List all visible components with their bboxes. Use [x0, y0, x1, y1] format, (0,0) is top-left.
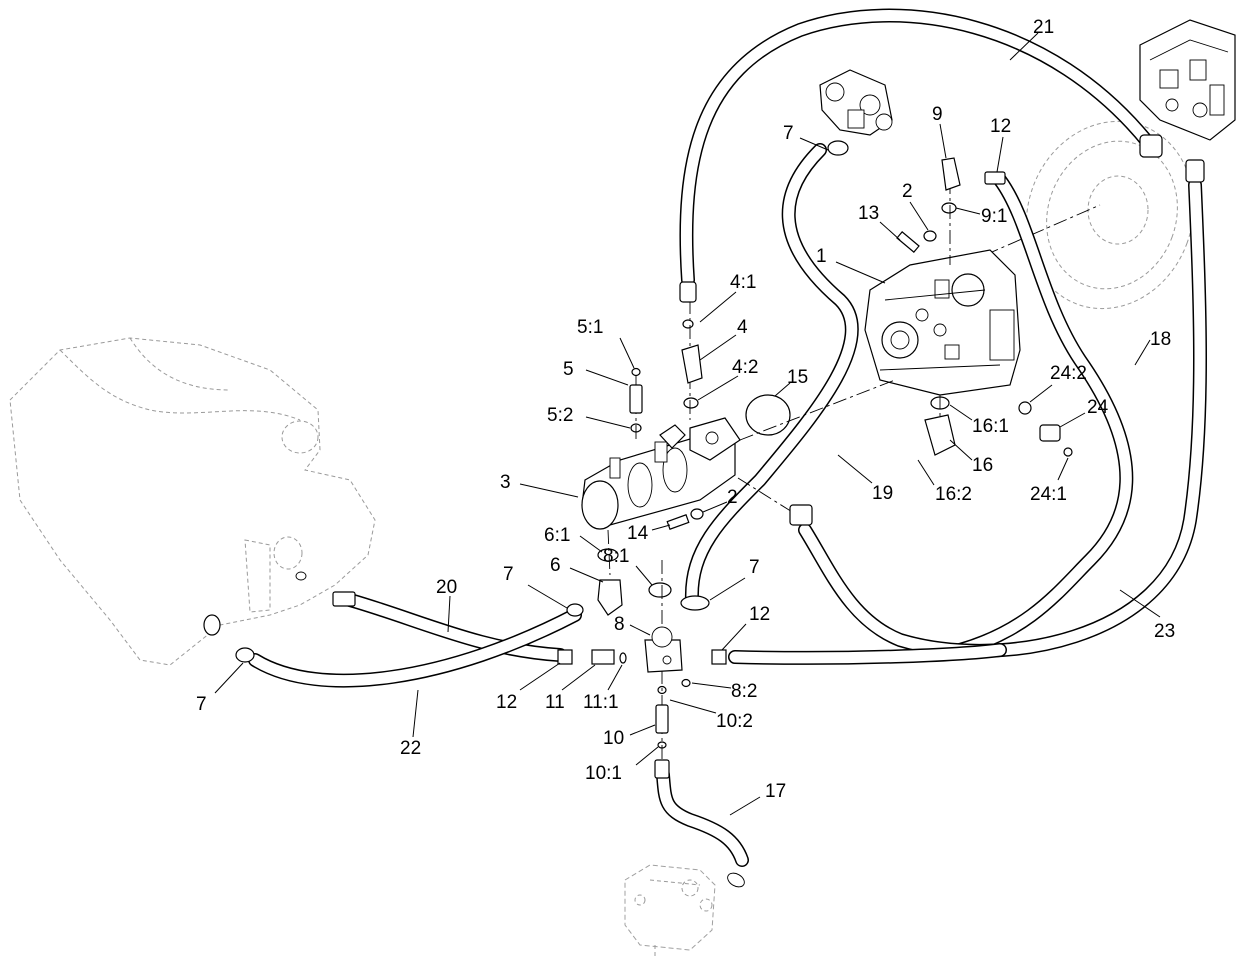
svg-text:7: 7 — [196, 694, 207, 715]
svg-text:7: 7 — [503, 564, 514, 585]
callout-16-1: 16:1 — [949, 404, 1009, 437]
pump-assembly — [581, 249, 1021, 530]
svg-text:23: 23 — [1154, 621, 1175, 642]
callout-10-2: 10:2 — [669, 699, 753, 732]
svg-text:13: 13 — [858, 203, 879, 224]
svg-text:10: 10 — [603, 728, 624, 749]
callout-16: 16 — [949, 439, 993, 476]
svg-text:7: 7 — [783, 123, 794, 144]
svg-text:4: 4 — [737, 317, 748, 338]
callout-4-1: 4:1 — [699, 272, 756, 323]
svg-text:12: 12 — [749, 604, 770, 625]
callout-19: 19 — [837, 454, 893, 504]
callout-11: 11 — [545, 664, 596, 713]
callout-17: 17 — [729, 781, 786, 816]
callout-9: 9 — [932, 104, 947, 159]
svg-text:9: 9 — [932, 104, 943, 125]
callout-5: 5 — [563, 359, 629, 386]
callout-22: 22 — [400, 689, 421, 759]
svg-text:12: 12 — [496, 692, 517, 713]
callout-9-1: 9:1 — [955, 206, 1007, 227]
callout-12-right: 12 — [721, 604, 770, 651]
lower-valve-body — [624, 864, 745, 958]
svg-text:11: 11 — [545, 692, 565, 713]
callout-24: 24 — [1059, 397, 1109, 428]
svg-text:10:1: 10:1 — [585, 763, 622, 784]
callout-13: 13 — [858, 203, 901, 241]
callout-4-2: 4:2 — [697, 357, 758, 401]
callout-20: 20 — [436, 577, 457, 633]
callout-3: 3 — [500, 472, 579, 498]
upper-valve-fitting — [819, 69, 893, 136]
svg-text:20: 20 — [436, 577, 457, 598]
svg-text:16:2: 16:2 — [935, 484, 972, 505]
svg-text:24: 24 — [1087, 397, 1109, 418]
svg-text:8:2: 8:2 — [731, 681, 757, 702]
callout-10: 10 — [603, 724, 656, 749]
callout-18: 18 — [1134, 329, 1171, 366]
callout-12-top: 12 — [990, 116, 1011, 173]
svg-text:24:2: 24:2 — [1050, 363, 1087, 384]
callout-1: 1 — [816, 246, 886, 284]
svg-text:2: 2 — [902, 181, 913, 202]
svg-text:19: 19 — [872, 483, 893, 504]
callout-2-top: 2 — [902, 181, 929, 231]
svg-text:16:1: 16:1 — [972, 416, 1009, 437]
callout-8-2: 8:2 — [691, 681, 757, 702]
svg-text:8: 8 — [614, 614, 625, 635]
hydraulic-tank-ghost — [9, 337, 376, 666]
callout-12-left: 12 — [496, 662, 561, 713]
callout-7-tank: 7 — [196, 662, 244, 715]
svg-text:9:1: 9:1 — [981, 206, 1007, 227]
callout-8-1: 8:1 — [603, 546, 653, 586]
svg-text:5: 5 — [563, 359, 574, 380]
svg-text:2: 2 — [727, 487, 738, 508]
svg-text:7: 7 — [749, 557, 760, 578]
callouts: 1 2 2 3 4 4:1 4:2 5 — [196, 17, 1175, 816]
svg-text:8:1: 8:1 — [603, 546, 629, 567]
svg-text:5:1: 5:1 — [577, 317, 603, 338]
callout-24-2: 24:2 — [1029, 363, 1087, 403]
callout-8: 8 — [614, 614, 651, 636]
svg-text:6: 6 — [550, 555, 561, 576]
hoses — [248, 8, 1207, 867]
fittings — [203, 134, 1205, 779]
callout-23: 23 — [1119, 589, 1175, 642]
svg-text:24:1: 24:1 — [1030, 484, 1067, 505]
callout-10-1: 10:1 — [585, 746, 659, 784]
callout-5-1: 5:1 — [577, 317, 635, 369]
svg-text:10:2: 10:2 — [716, 711, 753, 732]
svg-text:18: 18 — [1150, 329, 1171, 350]
callout-14: 14 — [627, 523, 671, 544]
svg-text:11:1: 11:1 — [583, 692, 619, 713]
svg-text:15: 15 — [787, 367, 808, 388]
svg-text:21: 21 — [1033, 17, 1054, 38]
svg-text:14: 14 — [627, 523, 649, 544]
svg-text:22: 22 — [400, 738, 421, 759]
callout-7-left: 7 — [503, 564, 568, 609]
svg-text:3: 3 — [500, 472, 511, 493]
callout-6: 6 — [550, 555, 604, 583]
control-valve-block — [1139, 19, 1236, 141]
callout-15: 15 — [774, 367, 808, 397]
callout-2-lower: 2 — [702, 487, 738, 513]
callout-5-2: 5:2 — [547, 405, 631, 429]
callout-6-1: 6:1 — [544, 525, 603, 553]
svg-text:1: 1 — [816, 246, 827, 267]
callout-16-2: 16:2 — [917, 459, 972, 505]
svg-text:16: 16 — [972, 455, 993, 476]
callout-24-1: 24:1 — [1030, 457, 1069, 505]
svg-text:4:1: 4:1 — [730, 272, 756, 293]
svg-text:6:1: 6:1 — [544, 525, 570, 546]
callout-7-top: 7 — [783, 123, 829, 151]
callout-21: 21 — [1009, 17, 1054, 61]
callout-7-right: 7 — [709, 557, 760, 601]
callout-11-1: 11:1 — [583, 664, 623, 713]
callout-4: 4 — [699, 317, 748, 361]
svg-text:12: 12 — [990, 116, 1011, 137]
svg-text:5:2: 5:2 — [547, 405, 573, 426]
svg-text:4:2: 4:2 — [732, 357, 758, 378]
svg-text:17: 17 — [765, 781, 786, 802]
